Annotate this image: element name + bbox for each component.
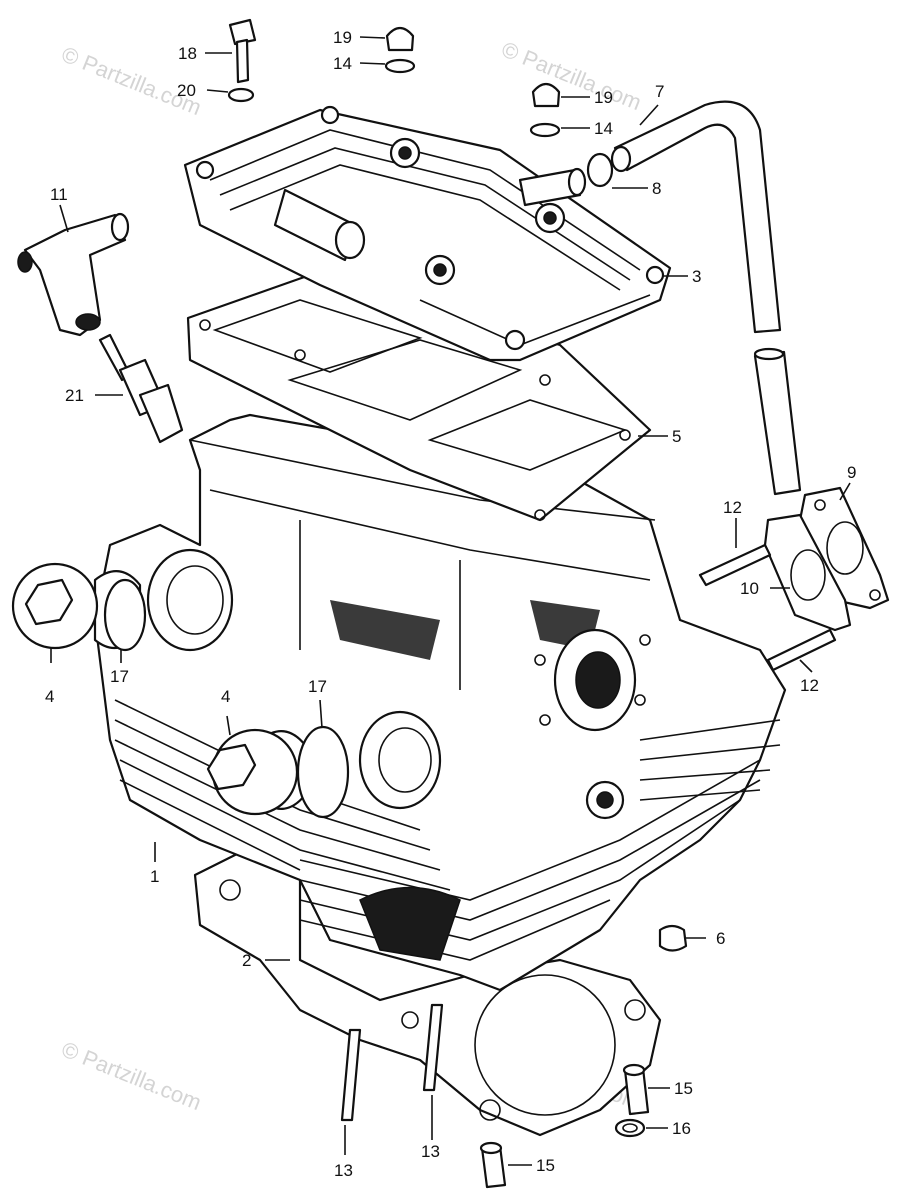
dowel-pin-part xyxy=(479,1063,650,1189)
callout-7: 7 xyxy=(655,82,664,101)
callout-17: 17 xyxy=(308,677,327,696)
callout-18: 18 xyxy=(178,44,197,63)
o-ring-part xyxy=(614,1118,646,1138)
watermark: © Partzilla.com xyxy=(498,36,645,115)
callout-4: 4 xyxy=(221,687,230,706)
spark-plug-cap-part xyxy=(17,212,130,337)
callout-9: 9 xyxy=(847,463,856,482)
watermark: © Partzilla.com xyxy=(58,1036,205,1115)
callout-8: 8 xyxy=(652,179,661,198)
intake-gasket-part xyxy=(763,513,852,632)
spark-plug-part xyxy=(98,333,184,444)
callout-14: 14 xyxy=(333,54,352,73)
cover-bolt-part xyxy=(227,18,257,103)
callout-6: 6 xyxy=(716,929,725,948)
head-gasket-part xyxy=(193,838,662,1137)
intake-stud-part xyxy=(698,543,837,672)
callout-21: 21 xyxy=(65,386,84,405)
callout-13: 13 xyxy=(334,1161,353,1180)
callout-2: 2 xyxy=(242,951,251,970)
leader-lines xyxy=(50,36,851,1166)
callout-19: 19 xyxy=(333,28,352,47)
cylinder-head-part xyxy=(93,413,787,992)
callout-11: 11 xyxy=(50,185,68,204)
breather-fitting-part xyxy=(518,152,614,207)
callout-15: 15 xyxy=(536,1156,555,1175)
callout-20: 20 xyxy=(177,81,196,100)
rocker-cover-gasket-part xyxy=(186,273,652,522)
callout-14: 14 xyxy=(594,119,613,138)
callout-1: 1 xyxy=(150,867,159,886)
callout-3: 3 xyxy=(692,267,701,286)
callout-4: 4 xyxy=(45,687,54,706)
exhaust-cap-part xyxy=(206,725,350,819)
cap-nut-part xyxy=(384,26,561,138)
breather-tube-part xyxy=(610,100,802,496)
callout-16: 16 xyxy=(672,1119,691,1138)
callout-13: 13 xyxy=(421,1142,440,1161)
callout-5: 5 xyxy=(672,427,681,446)
callout-labels: 18 20 19 14 19 14 7 8 3 5 11 21 9 12 10 … xyxy=(45,28,856,1180)
callout-12: 12 xyxy=(800,676,819,695)
callout-12: 12 xyxy=(723,498,742,517)
rocker-cover-part xyxy=(183,105,672,362)
head-stud-part xyxy=(340,1003,444,1122)
callout-19: 19 xyxy=(594,88,613,107)
callout-10: 10 xyxy=(740,579,759,598)
exhaust-cap-part xyxy=(11,562,147,652)
callout-17: 17 xyxy=(110,667,129,686)
callout-15: 15 xyxy=(674,1079,693,1098)
cap-nut-part xyxy=(658,924,688,952)
